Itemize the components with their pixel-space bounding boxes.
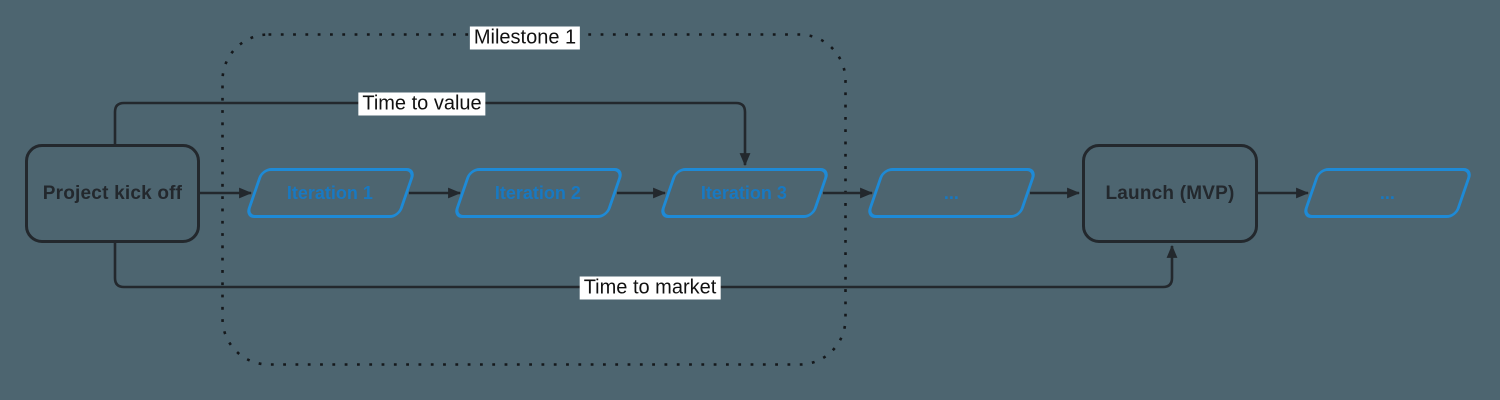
- node-iteration-1-label: Iteration 1: [287, 182, 374, 203]
- milestone-group-label: Milestone 1: [469, 26, 581, 50]
- node-iteration-3-label: Iteration 3: [701, 182, 788, 203]
- node-ellipsis-2: ...: [1301, 168, 1474, 218]
- node-launch-mvp: Launch (MVP): [1082, 144, 1258, 243]
- node-iteration-1: Iteration 1: [244, 168, 417, 218]
- node-launch-mvp-label: Launch (MVP): [1105, 182, 1235, 204]
- time-to-market-label: Time to market: [579, 276, 721, 300]
- node-iteration-3: Iteration 3: [658, 168, 831, 218]
- node-iteration-2-label: Iteration 2: [495, 182, 582, 203]
- node-project-kick-off: Project kick off: [25, 144, 200, 243]
- node-ellipsis-1-label: ...: [943, 182, 959, 203]
- node-ellipsis-2-label: ...: [1379, 182, 1395, 203]
- node-ellipsis-1: ...: [865, 168, 1038, 218]
- node-project-kick-off-label: Project kick off: [42, 182, 183, 204]
- time-to-value-label: Time to value: [358, 92, 486, 116]
- node-iteration-2: Iteration 2: [452, 168, 625, 218]
